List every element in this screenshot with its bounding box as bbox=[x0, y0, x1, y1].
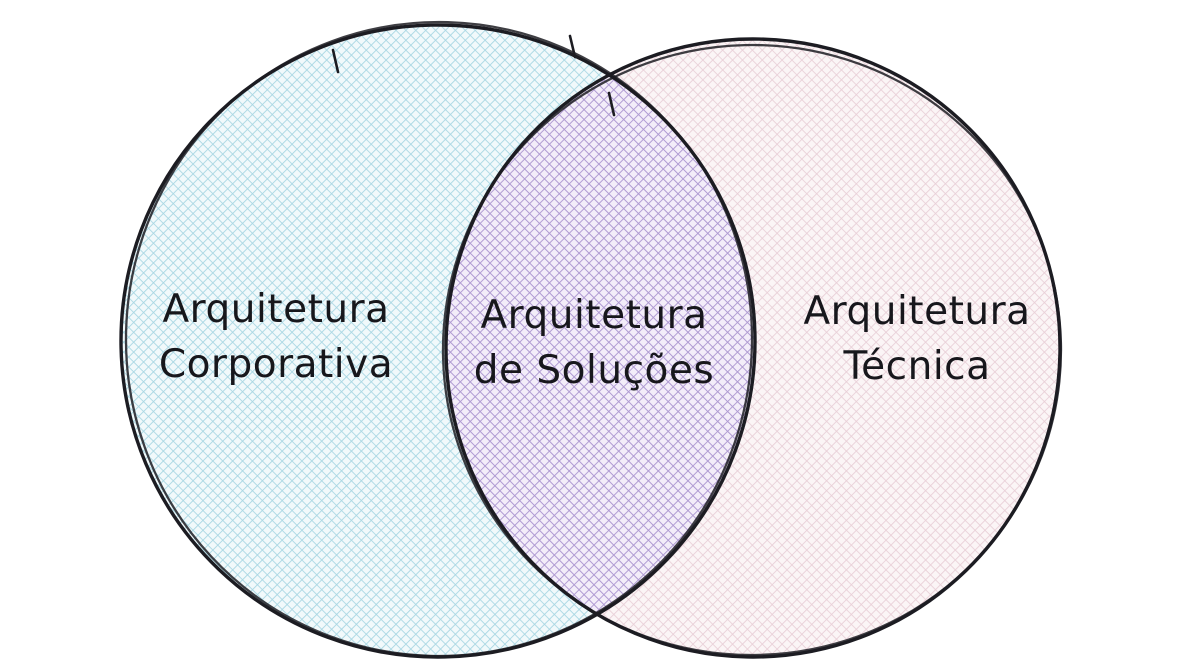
circle-outlines bbox=[119, 20, 1063, 659]
right-circle-outline-sketch bbox=[441, 43, 1063, 657]
sketch-tick-left-top bbox=[331, 48, 340, 74]
left-circle-outline-sketch bbox=[124, 20, 754, 658]
sketch-tick-overlap-top bbox=[607, 91, 616, 117]
sketch-tick-right-top bbox=[568, 34, 577, 59]
